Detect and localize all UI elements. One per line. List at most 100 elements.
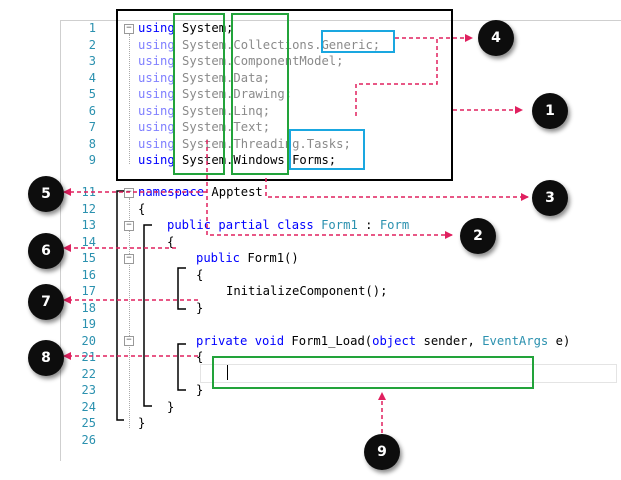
code-line-6: using System.Linq; xyxy=(138,103,270,119)
code-line-21: { xyxy=(196,350,204,364)
namespace-ref: System.Windows.Forms; xyxy=(182,153,337,167)
system-namespace-box xyxy=(173,13,225,175)
current-line-highlight xyxy=(200,364,617,383)
callout-2: 2 xyxy=(460,218,496,254)
callout-6: 6 xyxy=(28,233,64,269)
line-number: 12 xyxy=(81,201,96,216)
param-type: EventArgs xyxy=(482,333,549,348)
code-line-9: using System.Windows.Forms; xyxy=(138,152,336,168)
base-class: Form xyxy=(379,218,410,232)
line-number: 21 xyxy=(81,350,96,364)
line-number: 14 xyxy=(81,234,96,249)
line-number: 2 xyxy=(88,37,96,52)
constructor-scope-bracket xyxy=(177,267,186,310)
method-body-box xyxy=(212,356,534,389)
line-number: 16 xyxy=(81,267,96,282)
callout-9: 9 xyxy=(364,434,400,470)
keyword: public xyxy=(196,251,241,265)
namespace-ref: System.ComponentModel; xyxy=(182,54,344,68)
method-name: Form1_Load( xyxy=(291,333,373,348)
code-line-4: using System.Data; xyxy=(138,70,270,86)
method-scope-bracket xyxy=(177,343,186,391)
code-line-5: using System.Drawing; xyxy=(138,86,292,102)
callout-5: 5 xyxy=(28,176,64,212)
class-scope-bracket xyxy=(143,224,152,407)
code-line-7: using System.Text; xyxy=(138,119,270,135)
keyword: using xyxy=(138,153,175,167)
line-number: 9 xyxy=(88,153,96,167)
namespace-ref: System.Linq; xyxy=(182,103,271,118)
keyword: using xyxy=(138,103,175,118)
using-block-box xyxy=(116,9,453,181)
callout-7: 7 xyxy=(28,284,64,320)
namespace-ref: System.Drawing; xyxy=(182,87,293,101)
keyword: using xyxy=(138,70,175,85)
line-number: 6 xyxy=(88,103,96,118)
line-number: 3 xyxy=(88,54,96,68)
line-number: 20 xyxy=(81,333,96,348)
namespace-name: Apptest xyxy=(211,185,263,199)
collapse-toggle[interactable]: − xyxy=(124,336,134,346)
code-line-20: private void Form1_Load(object sender, E… xyxy=(196,333,570,349)
text-caret[interactable] xyxy=(227,365,228,380)
param-name: sender, xyxy=(423,333,475,348)
keyword: using xyxy=(138,87,175,101)
code-line-18: } xyxy=(196,300,204,315)
namespace-ref: System.Data; xyxy=(182,70,271,85)
keyword: using xyxy=(138,21,175,35)
code-line-13: public partial class Form1 : Form xyxy=(167,217,409,233)
namespace-scope-bracket xyxy=(116,190,124,421)
param-type: object xyxy=(372,333,417,348)
line-number: 13 xyxy=(81,218,96,232)
arrow-2 xyxy=(206,140,453,239)
arrow-4 xyxy=(355,34,473,116)
outline-guide xyxy=(129,198,130,428)
code-line-3: using System.ComponentModel; xyxy=(138,53,343,69)
line-number: 8 xyxy=(88,136,96,151)
keyword: using xyxy=(138,54,175,68)
code-line-12: { xyxy=(138,201,146,216)
line-number: 22 xyxy=(81,366,96,381)
line-number: 26 xyxy=(81,432,96,447)
generic-box xyxy=(321,30,395,53)
collapse-toggle[interactable]: − xyxy=(124,24,134,34)
keyword: using xyxy=(138,120,175,134)
line-number: 23 xyxy=(81,383,96,397)
sub-namespace-box xyxy=(231,13,289,175)
collapse-toggle[interactable]: − xyxy=(124,221,134,231)
callout-4: 4 xyxy=(478,20,514,56)
code-line-14: { xyxy=(167,234,175,249)
callout-1: 1 xyxy=(532,93,568,129)
code-line-15: public Form1() xyxy=(196,250,299,266)
line-number: 1 xyxy=(88,21,96,35)
code-line-24: } xyxy=(167,399,175,414)
line-number: 25 xyxy=(81,416,96,430)
line-number: 11 xyxy=(81,185,96,199)
line-number: 19 xyxy=(81,317,96,331)
line-number: 5 xyxy=(88,87,96,101)
code-line-25: } xyxy=(138,416,146,430)
line-number: 4 xyxy=(88,70,96,85)
line-number: 15 xyxy=(81,251,96,265)
outline-guide xyxy=(129,34,130,164)
code-line-17: InitializeComponent(); xyxy=(226,284,388,298)
keyword: private void xyxy=(196,333,285,348)
keyword: using xyxy=(138,37,175,52)
separator: : xyxy=(365,218,373,232)
namespace-ref: System.Text; xyxy=(182,120,271,134)
code-line-23: } xyxy=(196,383,204,397)
constructor-signature: Form1() xyxy=(247,251,299,265)
callout-8: 8 xyxy=(28,340,64,376)
param-name: e) xyxy=(555,333,571,348)
keyword: using xyxy=(138,136,175,151)
class-name: Form1 xyxy=(321,218,358,232)
keyword: public partial class xyxy=(167,218,314,232)
line-number: 18 xyxy=(81,300,96,315)
collapse-toggle[interactable]: − xyxy=(124,254,134,264)
forms-box xyxy=(289,129,365,170)
line-number: 24 xyxy=(81,399,96,414)
callout-3: 3 xyxy=(532,180,568,216)
code-line-16: { xyxy=(196,267,204,282)
code-line-1: using System; xyxy=(138,20,233,36)
